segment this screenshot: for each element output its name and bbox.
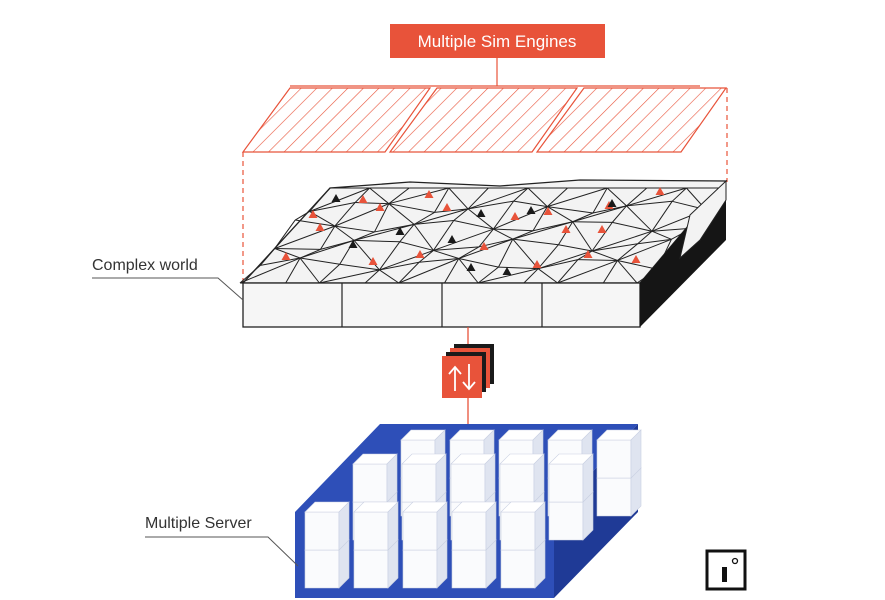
entity-marker <box>631 255 641 263</box>
entity-marker <box>466 263 476 271</box>
sim-engine-plane <box>535 87 728 153</box>
complex-world-callout: Complex world <box>92 257 244 301</box>
server-cube <box>353 501 399 551</box>
terrain-markers <box>281 187 665 275</box>
multiple-server-label: Multiple Server <box>145 515 252 532</box>
projection-lines <box>242 88 728 286</box>
multiple-server-callout: Multiple Server <box>145 515 299 567</box>
entity-marker <box>583 250 593 258</box>
server-cube <box>499 453 545 503</box>
entity-marker <box>655 187 665 195</box>
logo-icon <box>705 549 747 591</box>
entity-marker <box>532 260 542 268</box>
complex-world-label: Complex world <box>92 257 198 274</box>
server-cube <box>402 501 448 551</box>
sim-engines-title: Multiple Sim Engines <box>418 32 577 51</box>
complex-world-terrain <box>239 179 728 328</box>
server-cube <box>450 453 496 503</box>
entity-marker <box>415 250 425 258</box>
sim-engine-plane <box>241 87 432 153</box>
server-cube <box>352 453 398 503</box>
server-cube <box>548 453 594 503</box>
server-cube <box>304 501 350 551</box>
entity-marker <box>281 252 291 260</box>
entity-marker <box>424 190 434 198</box>
server-cube <box>596 429 642 479</box>
entity-marker <box>442 203 452 211</box>
server-cluster <box>295 424 642 598</box>
server-cube <box>401 453 447 503</box>
entity-marker <box>331 194 341 202</box>
entity-marker <box>358 195 368 203</box>
server-cube <box>451 501 497 551</box>
entity-marker <box>597 225 607 233</box>
entity-marker <box>510 212 520 220</box>
terrain-surface <box>241 179 728 284</box>
entity-marker <box>502 267 512 275</box>
entity-marker <box>375 203 385 211</box>
entity-marker <box>479 242 489 250</box>
sync-connector <box>442 327 494 424</box>
sync-arrows-icon <box>448 364 476 391</box>
sim-engine-planes <box>241 87 728 153</box>
entity-marker <box>561 225 571 233</box>
entity-marker <box>395 227 405 235</box>
entity-marker <box>526 206 536 214</box>
server-units <box>304 429 642 589</box>
entity-marker <box>368 257 378 265</box>
server-cube <box>500 501 546 551</box>
entity-marker <box>348 240 358 248</box>
sim-engine-plane <box>388 87 579 153</box>
entity-marker <box>315 223 325 231</box>
entity-marker <box>607 199 617 207</box>
entity-marker <box>476 209 486 217</box>
entity-marker <box>543 207 553 215</box>
sim-engines-title-box: Multiple Sim Engines <box>390 24 605 58</box>
entity-marker <box>308 210 318 218</box>
entity-marker <box>447 235 457 243</box>
